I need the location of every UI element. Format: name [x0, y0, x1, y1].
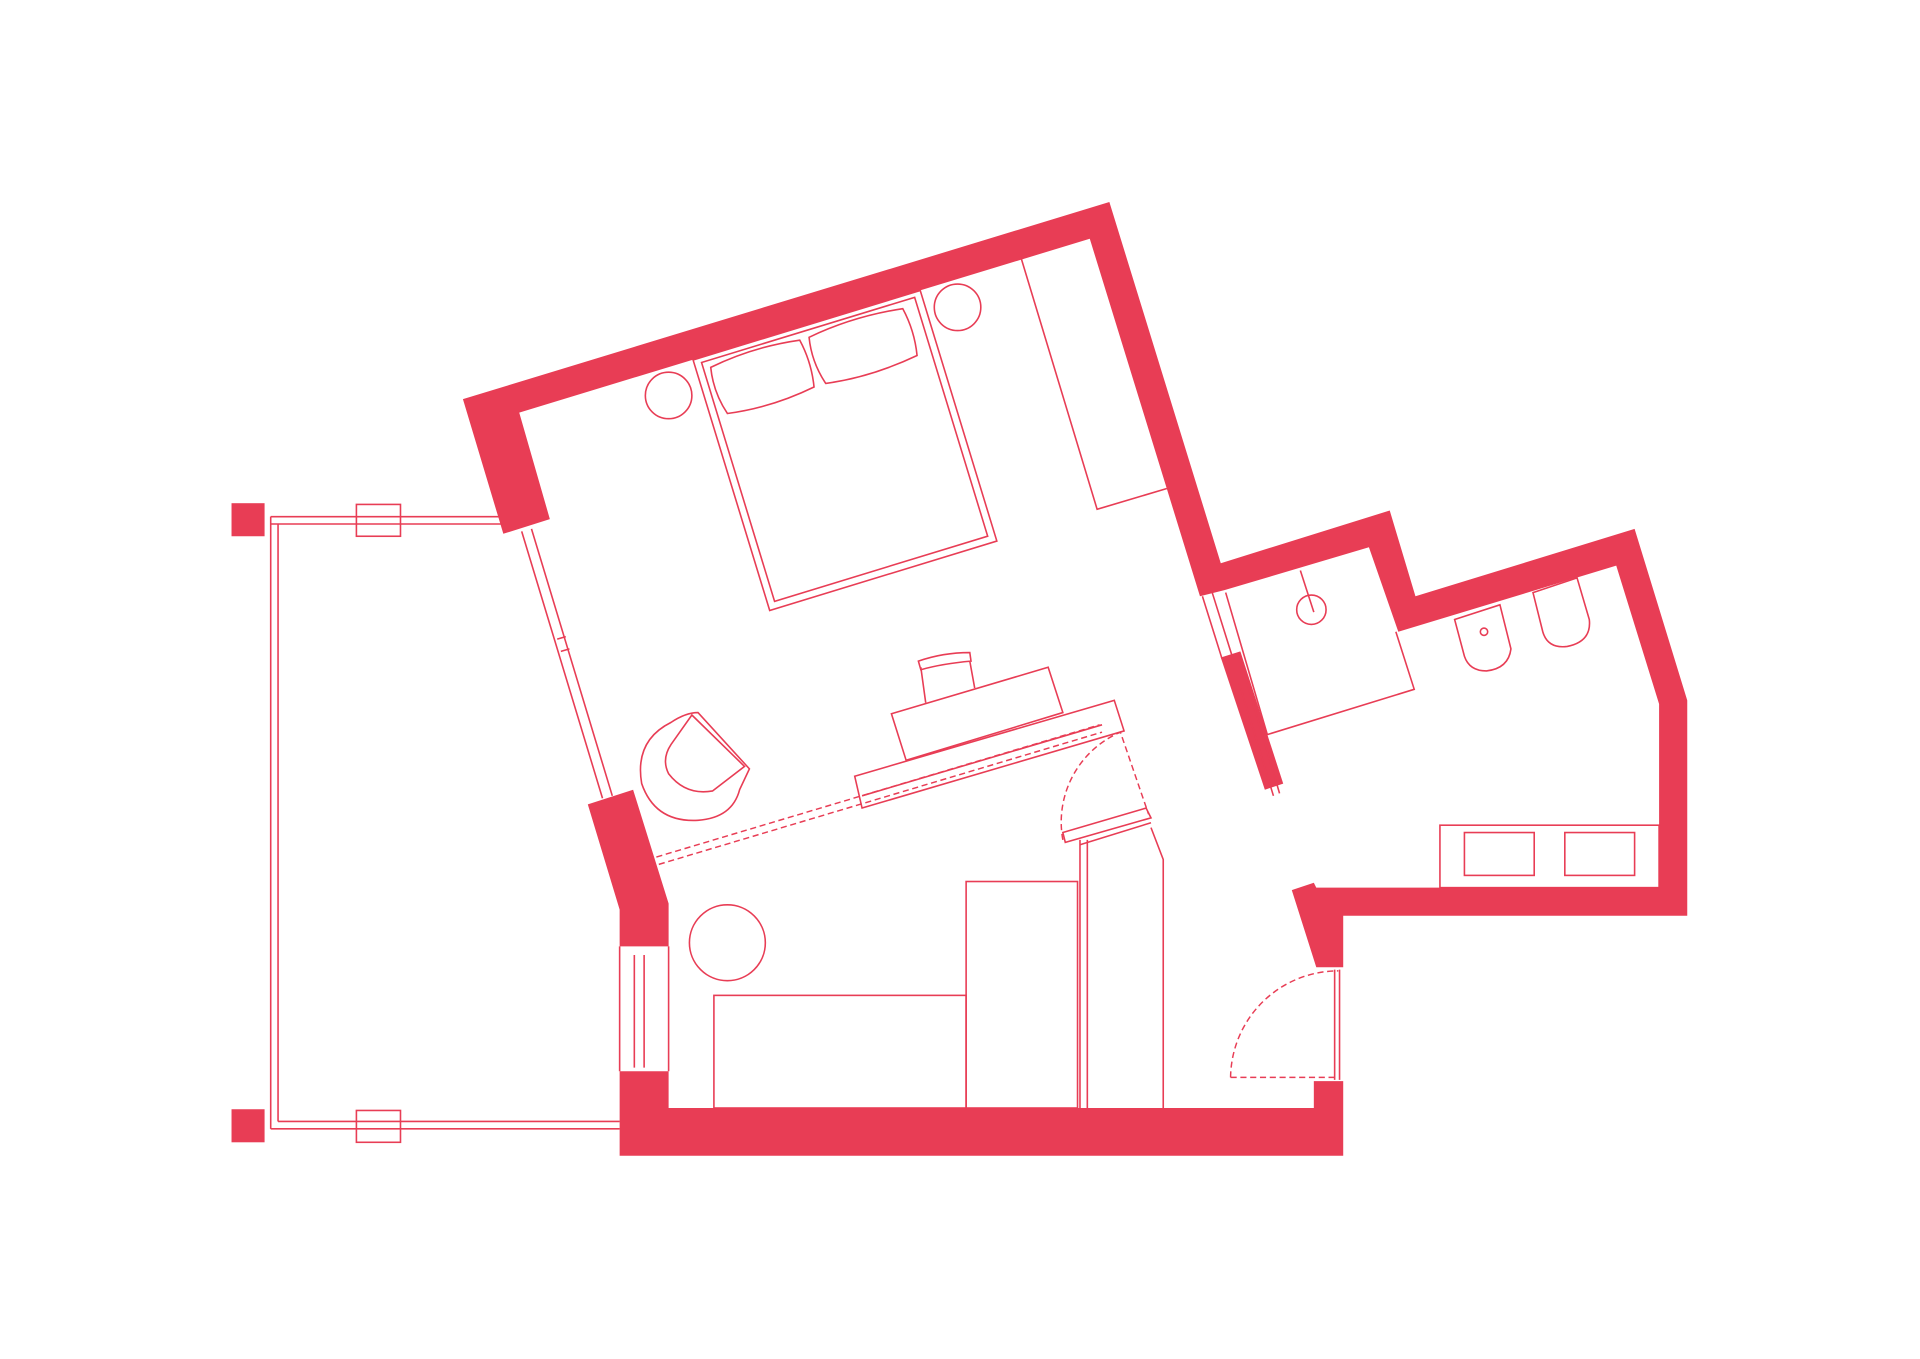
doors	[1060, 731, 1339, 1079]
bathroom-fixtures	[1224, 570, 1660, 889]
pillow-left	[709, 339, 815, 415]
sink-right	[1564, 831, 1636, 877]
vanity	[1439, 824, 1660, 889]
bathroom-partition-wall	[1220, 651, 1284, 790]
sofa	[713, 994, 967, 1109]
nightstand-right	[933, 283, 982, 332]
balcony	[231, 503, 620, 1144]
desk-chair	[917, 651, 976, 703]
walls	[462, 202, 1688, 1156]
balcony-post-top	[231, 503, 265, 537]
bed	[692, 289, 998, 612]
balcony-post-bottom	[231, 1109, 265, 1143]
main-wall	[462, 202, 1688, 968]
bidet	[1453, 603, 1512, 672]
living-area	[688, 827, 1165, 1109]
toilet	[1532, 576, 1591, 648]
left-lower-wall	[587, 789, 669, 947]
pillow-right	[808, 307, 918, 385]
door-swing-entry	[1229, 970, 1339, 1079]
cabinet	[965, 880, 1079, 1109]
round-table	[688, 903, 767, 982]
windows	[520, 528, 1341, 1080]
sink-left	[1463, 831, 1536, 877]
door-swing-desk	[1060, 731, 1150, 841]
wardrobe	[1020, 258, 1168, 511]
bottom-wall	[619, 1071, 1344, 1156]
shower-drain	[1295, 594, 1327, 626]
armchair	[639, 711, 751, 822]
dashed-line	[656, 724, 1103, 866]
nightstand-left	[644, 371, 693, 420]
